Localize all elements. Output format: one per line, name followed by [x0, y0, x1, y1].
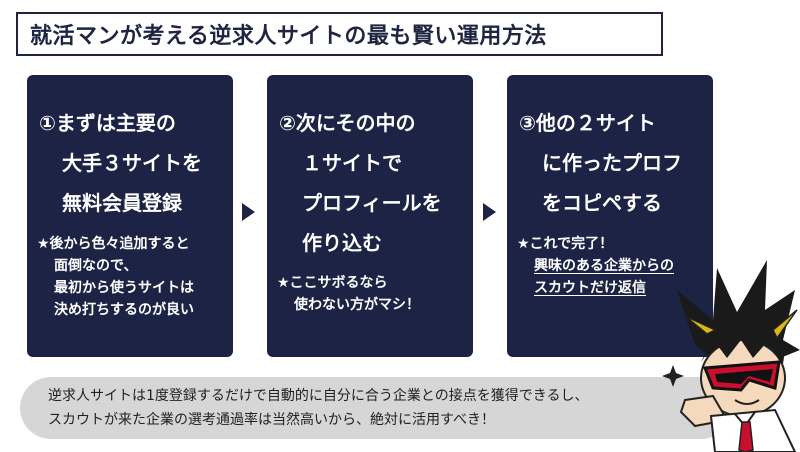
speech-bubble-line: 逆求人サイトは1度登録するだけで自動的に自分に合う企業との接点を獲得できるし、	[48, 388, 589, 404]
step-3-heading-line: をコピペする	[542, 191, 662, 215]
step-2-note: ★ここサボるなら 使わない方がマシ！	[277, 272, 471, 316]
step-1-note-line: 最初から使うサイトは	[54, 280, 194, 296]
step-2-note-line: ★ここサボるなら	[277, 275, 388, 291]
step-1-heading-line: 大手３サイトを	[62, 151, 202, 175]
step-2-heading-line: 作り込む	[302, 231, 382, 255]
step-1-heading-line: 無料会員登録	[62, 191, 182, 215]
step-1-note-line: ★後から色々追加すると	[37, 236, 190, 252]
step-2-heading-line: １サイトで	[302, 151, 402, 175]
step-2-note-line: 使わない方がマシ！	[294, 297, 420, 313]
step-3-heading: ③他の２サイト に作ったプロフ をコピペする	[519, 103, 709, 223]
title-box: 就活マンが考える逆求人サイトの最も賢い運用方法	[16, 12, 663, 56]
step-3-note-line: ★これで完了！	[517, 236, 614, 252]
step-card-3: ③他の２サイト に作ったプロフ をコピペする ★これで完了！ 興味のある企業から…	[507, 75, 713, 357]
page-title: 就活マンが考える逆求人サイトの最も賢い運用方法	[30, 24, 547, 49]
step-1-note: ★後から色々追加すると 面倒なので、 最初から使うサイトは 決め打ちするのが良い	[37, 233, 231, 321]
step-2-heading-line: プロフィールを	[302, 191, 442, 215]
step-card-2: ②次にその中の １サイトで プロフィールを 作り込む ★ここサボるなら 使わない…	[267, 75, 473, 357]
speech-bubble: 逆求人サイトは1度登録するだけで自動的に自分に合う企業との接点を獲得できるし、 …	[20, 377, 732, 439]
step-card-1: ①まずは主要の 大手３サイトを 無料会員登録 ★後から色々追加すると 面倒なので…	[27, 75, 233, 357]
step-3-heading-line: に作ったプロフ	[542, 151, 682, 175]
triangle-right-icon	[483, 203, 496, 221]
step-1-heading-line: ①まずは主要の	[39, 111, 176, 135]
step-2-heading-line: ②次にその中の	[279, 111, 416, 135]
step-3-note-line-underlined: スカウトだけ返信	[534, 280, 646, 296]
step-1-note-line: 面倒なので、	[54, 258, 138, 274]
step-3-note-line-underlined: 興味のある企業からの	[534, 258, 674, 274]
triangle-right-icon	[242, 203, 255, 221]
step-1-note-line: 決め打ちするのが良い	[54, 302, 194, 318]
step-2-heading: ②次にその中の １サイトで プロフィールを 作り込む	[279, 103, 469, 263]
speech-bubble-line: スカウトが来た企業の選考通過率は当然高いから、絶対に活用すべき！	[48, 412, 496, 428]
step-1-heading: ①まずは主要の 大手３サイトを 無料会員登録	[39, 103, 229, 223]
mascot-character-icon	[662, 260, 800, 452]
step-3-heading-line: ③他の２サイト	[519, 111, 656, 135]
step-3-note: ★これで完了！ 興味のある企業からの スカウトだけ返信	[517, 233, 711, 299]
